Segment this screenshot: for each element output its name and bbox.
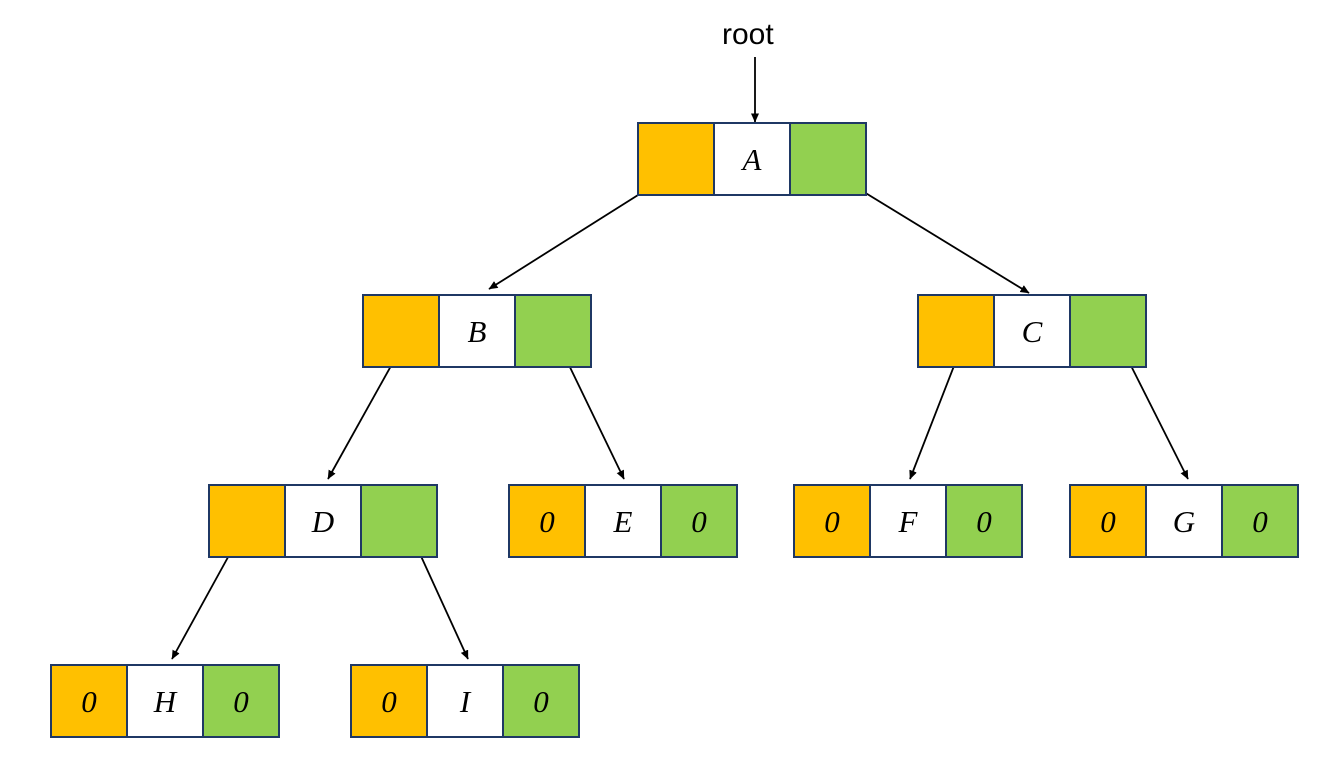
tree-node-d: D — [208, 484, 438, 558]
tree-node-a: A — [637, 122, 867, 196]
node-g-right-pointer: 0 — [1221, 484, 1299, 558]
node-b-value: B — [438, 294, 516, 368]
node-f-left-pointer: 0 — [793, 484, 871, 558]
node-f-right-pointer: 0 — [945, 484, 1023, 558]
root-label: root — [722, 18, 774, 51]
node-h-value: H — [126, 664, 204, 738]
node-i-right-pointer: 0 — [502, 664, 580, 738]
node-h-left-pointer: 0 — [50, 664, 128, 738]
node-g-left-pointer: 0 — [1069, 484, 1147, 558]
node-c-value: C — [993, 294, 1071, 368]
tree-node-b: B — [362, 294, 592, 368]
node-d-left-pointer — [208, 484, 286, 558]
node-i-value: I — [426, 664, 504, 738]
node-e-left-pointer: 0 — [508, 484, 586, 558]
node-g-value: G — [1145, 484, 1223, 558]
tree-node-c: C — [917, 294, 1147, 368]
node-f-value: F — [869, 484, 947, 558]
node-h-right-pointer: 0 — [202, 664, 280, 738]
node-a-left-pointer — [637, 122, 715, 196]
node-b-right-pointer — [514, 294, 592, 368]
node-c-left-pointer — [917, 294, 995, 368]
node-d-right-pointer — [360, 484, 438, 558]
node-e-value: E — [584, 484, 662, 558]
node-a-right-pointer — [789, 122, 867, 196]
node-i-left-pointer: 0 — [350, 664, 428, 738]
node-c-right-pointer — [1069, 294, 1147, 368]
node-e-right-pointer: 0 — [660, 484, 738, 558]
node-a-value: A — [713, 122, 791, 196]
node-d-value: D — [284, 484, 362, 558]
node-b-left-pointer — [362, 294, 440, 368]
